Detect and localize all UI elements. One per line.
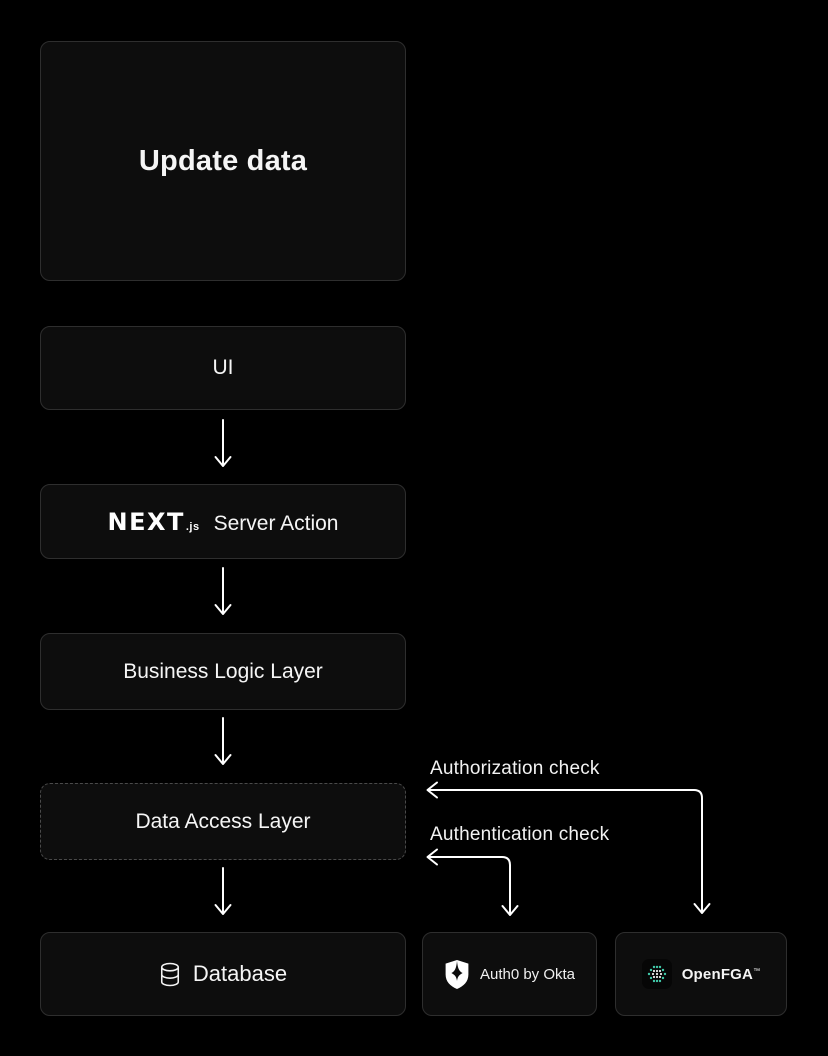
arrow-business-logic-to-data-access: [214, 717, 232, 765]
openfga-logo-icon: [641, 959, 672, 989]
nextjs-logo: NEXT .js: [108, 508, 200, 536]
data-access-layer-label: Data Access Layer: [135, 809, 311, 833]
node-ui: UI: [40, 326, 406, 410]
node-openfga: OpenFGA™: [615, 932, 787, 1016]
arrow-authorization-check: [426, 781, 711, 914]
node-auth0: Auth0 by Okta: [422, 932, 597, 1016]
node-server-action: NEXT .js Server Action: [40, 484, 406, 559]
ui-label: UI: [212, 356, 234, 379]
node-update-data: Update data: [40, 41, 406, 281]
auth0-label: Auth0 by Okta: [479, 965, 576, 983]
openfga-label: OpenFGA™: [681, 965, 761, 983]
arrow-data-access-to-database: [214, 867, 232, 915]
update-data-label: Update data: [138, 144, 308, 177]
openfga-trademark: ™: [753, 967, 761, 975]
database-cylinder-icon: [159, 962, 181, 987]
server-action-label: Server Action: [213, 511, 339, 535]
business-logic-layer-label: Business Logic Layer: [123, 659, 323, 683]
authorization-check-label: Authorization check: [430, 758, 600, 779]
arrow-ui-to-server-action: [214, 419, 232, 467]
nextjs-wordmark-text: NEXT: [107, 507, 185, 536]
authentication-check-label: Authentication check: [430, 824, 610, 845]
node-data-access-layer: Data Access Layer: [40, 783, 406, 860]
arrow-authentication-check: [426, 848, 519, 916]
node-business-logic-layer: Business Logic Layer: [40, 633, 406, 710]
arrow-server-action-to-business-logic: [214, 567, 232, 615]
database-label: Database: [192, 961, 288, 986]
node-database: Database: [40, 932, 406, 1016]
auth0-shield-icon: [444, 959, 470, 989]
nextjs-wordmark-suffix: .js: [185, 520, 200, 533]
